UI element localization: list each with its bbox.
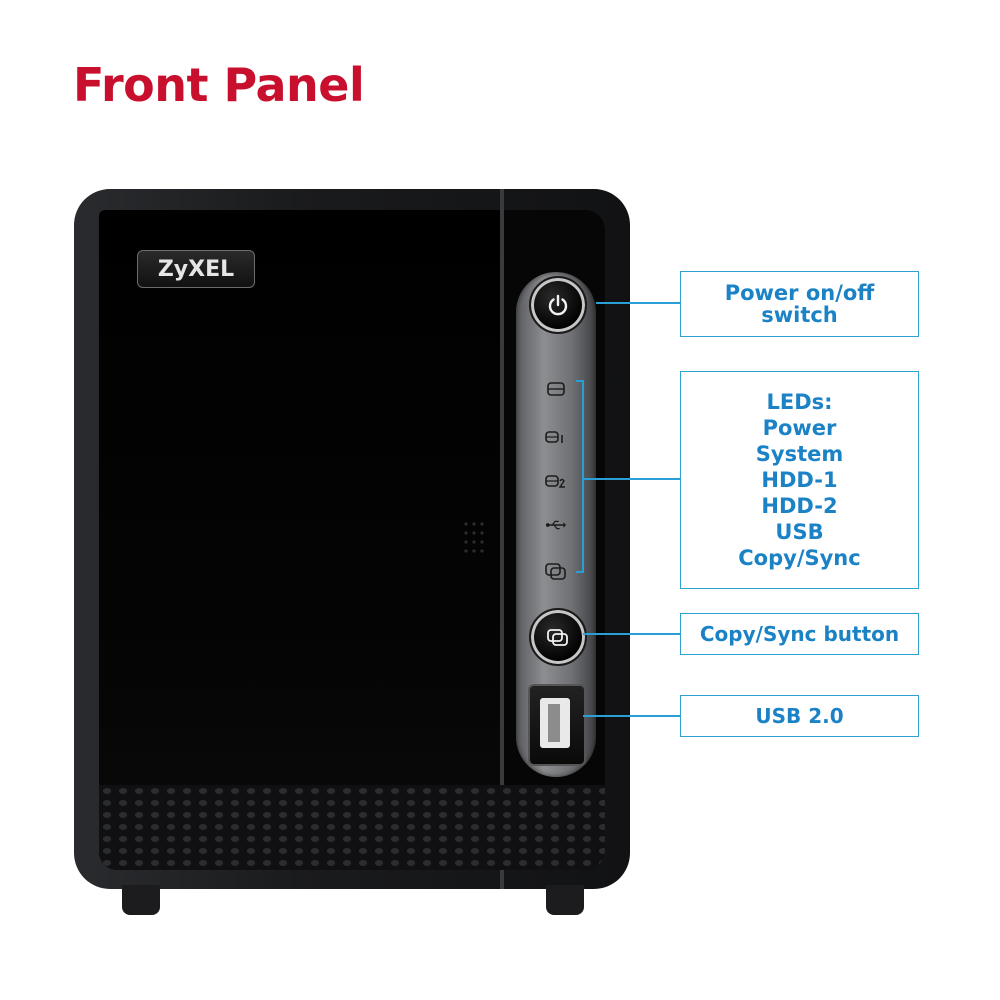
hdd-icon: [547, 382, 565, 396]
callout-line: HDD-2: [761, 494, 838, 518]
led-power: [545, 380, 567, 398]
usb-port-slot: [540, 698, 570, 748]
connector-power: [596, 302, 680, 304]
callout-line: HDD-1: [761, 468, 838, 492]
callout-line: Power: [762, 416, 837, 440]
led-usb: [545, 516, 567, 534]
hdd-2-icon: [545, 475, 565, 488]
brand-logo: ZyXEL: [137, 250, 255, 288]
device-foot-left: [122, 885, 160, 915]
connector-leds-bracket-b: [576, 571, 584, 573]
led-hdd-2: [545, 472, 567, 490]
device-foot-right: [546, 885, 584, 915]
connector-usb: [583, 715, 680, 717]
led-hdd-1: [545, 428, 567, 446]
copy-sync-button[interactable]: [529, 608, 587, 666]
callout-line: Copy/Sync: [738, 546, 861, 570]
page-title: Front Panel: [73, 58, 365, 112]
callout-line: USB 2.0: [755, 704, 844, 728]
callout-line: USB: [775, 520, 824, 544]
cover-vent-dots: [464, 522, 484, 553]
ventilation-grille: [99, 785, 605, 870]
callout-line: Copy/Sync button: [699, 622, 900, 646]
connector-leds: [582, 478, 680, 480]
callout-line: Power on/off: [724, 281, 875, 305]
callout-copy-sync-button: Copy/Sync button: [680, 613, 919, 655]
callout-leds: LEDs: Power System HDD-1 HDD-2 USB Copy/…: [680, 371, 919, 589]
power-button[interactable]: [529, 276, 587, 334]
callout-line: LEDs:: [766, 390, 833, 414]
usb-2-port[interactable]: [528, 684, 586, 766]
connector-leds-bracket-v: [582, 380, 584, 573]
callout-line: switch: [761, 303, 838, 327]
copy-sync-icon: [545, 563, 566, 580]
callout-power-switch: Power on/off switch: [680, 271, 919, 337]
callout-line: System: [755, 442, 844, 466]
connector-leds-bracket: [576, 380, 584, 382]
panel-divider: [500, 189, 504, 889]
hdd-1-icon: [545, 431, 563, 443]
device-front-cover: [99, 210, 502, 870]
connector-copy-sync: [583, 633, 680, 635]
copy-sync-icon: [547, 629, 568, 646]
usb-icon: [545, 520, 567, 530]
power-icon: [548, 294, 568, 316]
led-copy-sync: [545, 562, 567, 580]
callout-usb: USB 2.0: [680, 695, 919, 737]
